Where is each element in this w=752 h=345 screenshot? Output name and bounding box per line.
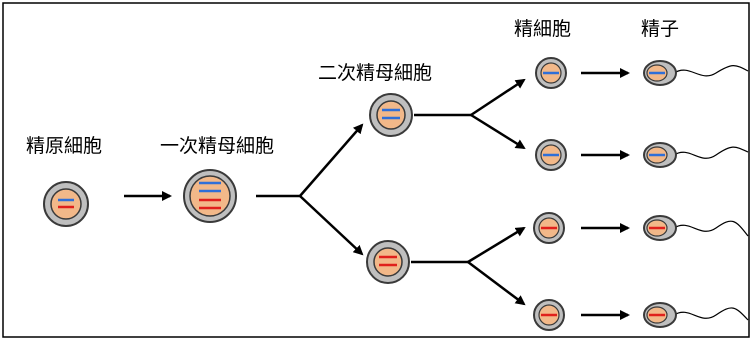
arrow-to-secondary-upper	[299, 123, 364, 197]
arrow-to-spermatid-2	[470, 113, 526, 150]
secondary-spermatocyte-upper	[369, 93, 413, 137]
primary-spermatocyte-label: 一次精母細胞	[160, 135, 275, 157]
secondary-spermatocyte-label: 二次精母細胞	[318, 62, 433, 84]
sperm-2	[643, 142, 749, 168]
sperm-tail	[673, 146, 749, 159]
arrow-to-spermatid-1	[470, 78, 526, 117]
secondary-spermatocyte-lower	[366, 240, 410, 284]
primary-spermatocyte-cell	[183, 169, 237, 223]
arrow-to-secondary-lower	[299, 195, 364, 256]
spermatogonium-label: 精原細胞	[26, 135, 103, 157]
sperm-tail	[673, 220, 749, 237]
branch-meiosis-2-lower	[411, 226, 526, 306]
arrow-to-spermatid-4	[467, 261, 526, 306]
branch-meiosis-1	[256, 123, 364, 256]
sperm-label: 精子	[641, 18, 680, 40]
sperm-4	[643, 302, 749, 328]
branch-meiosis-2-upper	[414, 78, 526, 150]
spermatid-2	[535, 139, 567, 171]
sperm-1	[643, 60, 749, 86]
arrow-to-spermatid-3	[467, 226, 526, 264]
diagram-border	[2, 2, 750, 338]
spermatid-1	[535, 57, 567, 89]
spermatid-3	[533, 212, 565, 244]
sperm-tail	[673, 65, 749, 77]
sperm-tail	[673, 307, 749, 321]
spermatid-label: 精細胞	[514, 18, 572, 40]
spermatid-4	[533, 299, 565, 331]
spermatogonium-cell	[43, 181, 89, 227]
sperm-3	[643, 215, 749, 241]
